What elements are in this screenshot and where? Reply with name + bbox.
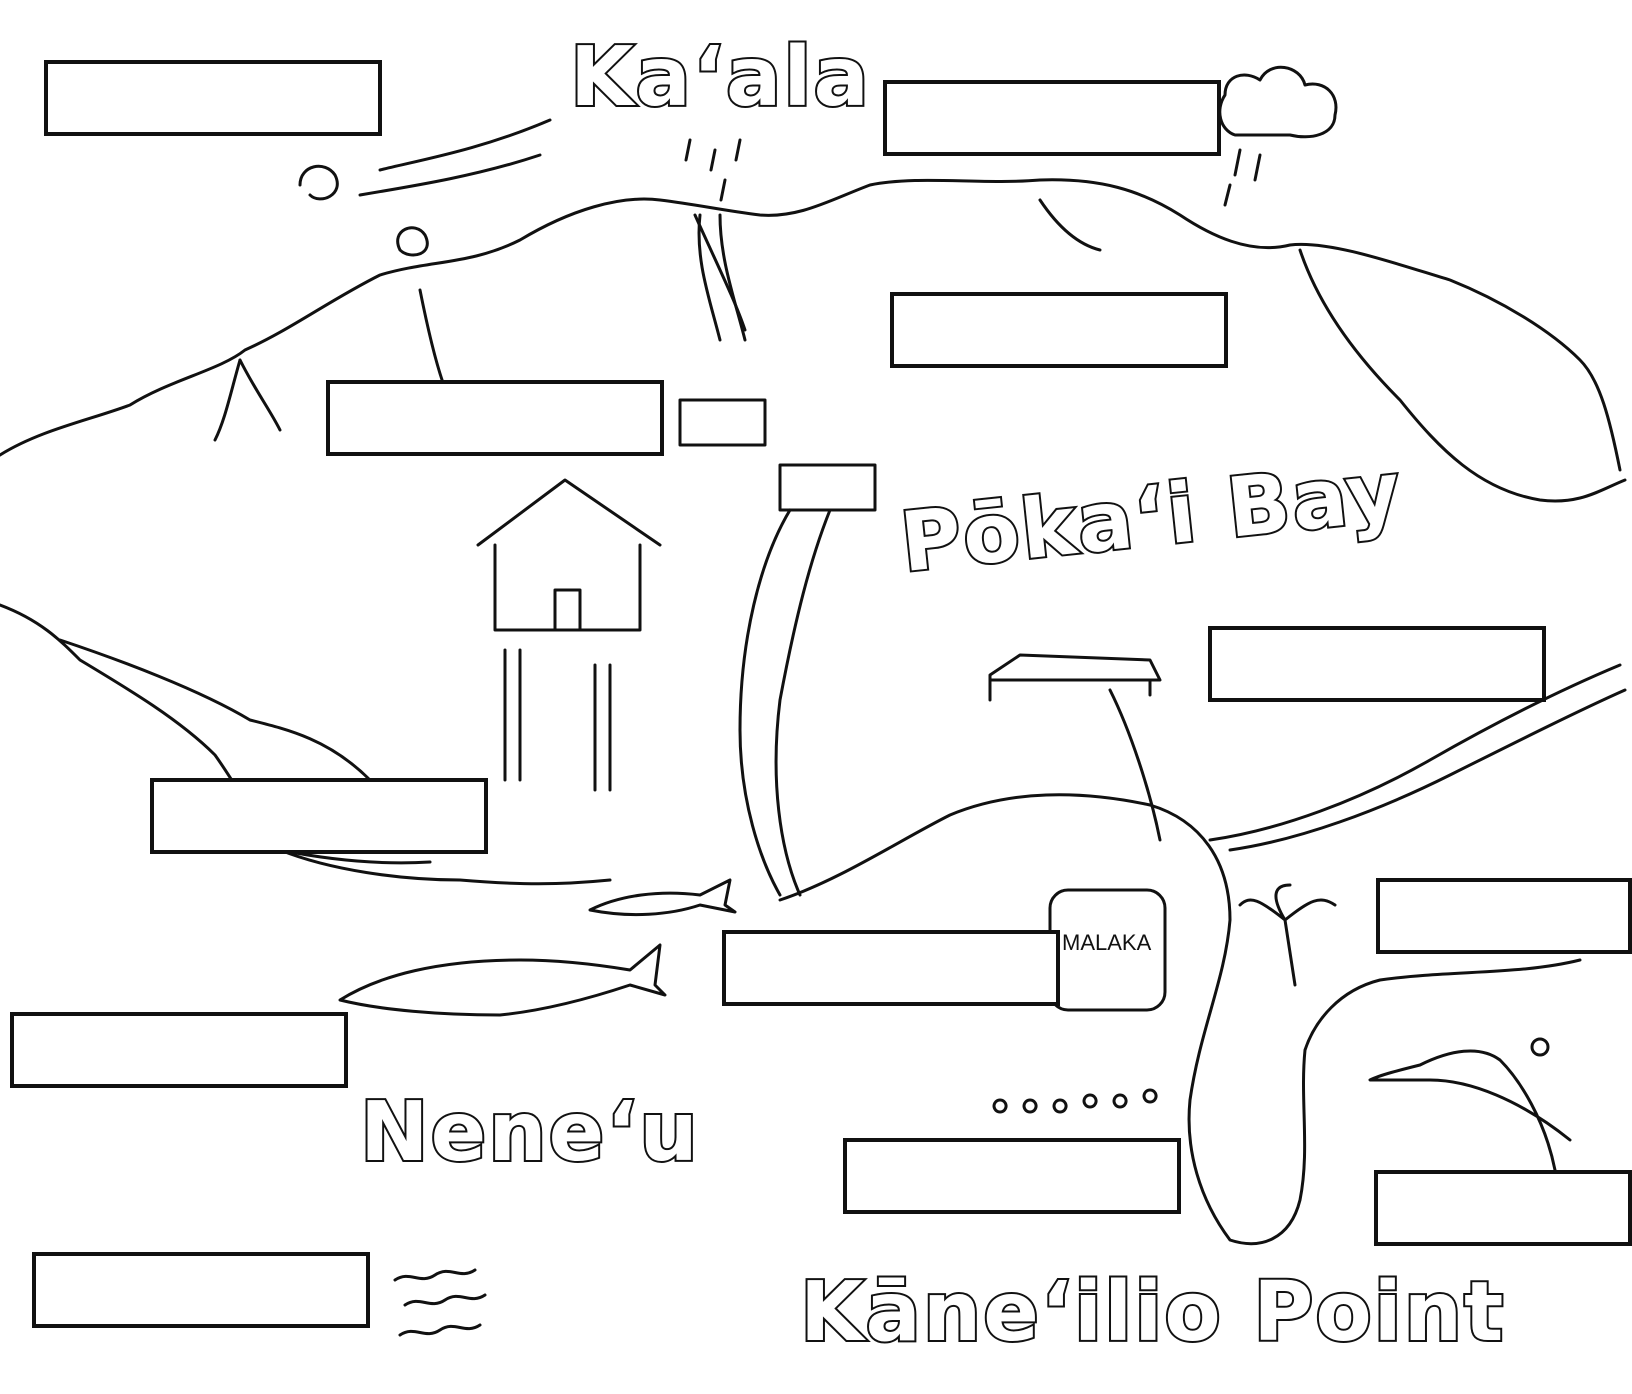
label-box-4[interactable]: [326, 380, 664, 456]
label-box-6[interactable]: [150, 778, 488, 854]
fish-large: [340, 945, 665, 1015]
title-kaneilio-point: Kāneʻilio Point: [800, 1265, 1505, 1360]
bird: [1370, 1051, 1570, 1170]
shrine-sign-text: MALAKA: [1062, 930, 1151, 956]
rain-drops: [686, 140, 740, 200]
label-box-5[interactable]: [1208, 626, 1546, 702]
label-box-1[interactable]: [44, 60, 382, 136]
title-neneu: Neneʻu: [360, 1085, 700, 1180]
basin-lower: [780, 465, 875, 510]
hut-body: [495, 545, 640, 630]
hut-ladders: [505, 650, 610, 790]
rain-cloud: [1220, 67, 1336, 205]
hut-roof: [478, 480, 660, 545]
label-box-8[interactable]: [722, 930, 1060, 1006]
label-box-10[interactable]: [843, 1138, 1181, 1214]
label-box-9[interactable]: [10, 1012, 348, 1088]
waves: [395, 1270, 485, 1335]
palm-tree: [1240, 885, 1335, 985]
title-kaala: Kaʻala: [570, 30, 871, 125]
pavilion: [990, 655, 1160, 840]
mountain-ridge: [0, 180, 1620, 470]
label-box-7[interactable]: [1376, 878, 1632, 954]
label-box-3[interactable]: [890, 292, 1228, 368]
label-box-12[interactable]: [32, 1252, 370, 1328]
wind-swirls: [300, 120, 550, 255]
label-box-11[interactable]: [1374, 1170, 1632, 1246]
fish-small: [590, 880, 735, 915]
stream: [740, 510, 830, 895]
rock-dots: [994, 1090, 1156, 1112]
label-box-2[interactable]: [883, 80, 1221, 156]
bird-eye: [1532, 1039, 1548, 1055]
basin-upper: [680, 400, 765, 445]
